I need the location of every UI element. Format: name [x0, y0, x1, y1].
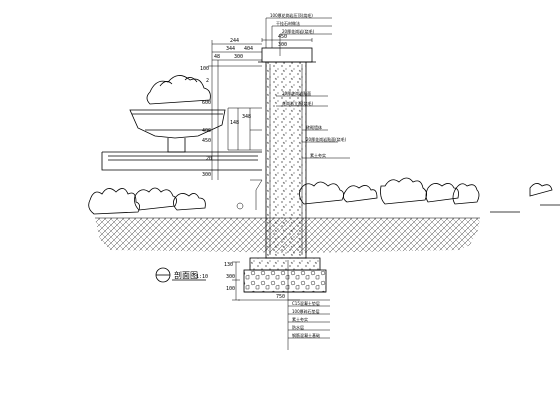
section-label: 剖面图 1:10 — [155, 267, 208, 283]
section-scale: 1:10 — [196, 274, 208, 280]
dim-mid-400: 400 — [202, 128, 211, 134]
callouts-top: 100厚花岗岩压顶(烧毛) 干挂石材做法 20厚花岗岩(烧毛) — [270, 12, 315, 34]
dim-top-48: 48 — [214, 54, 220, 60]
dim-top-small: 344 — [226, 46, 235, 52]
right-edge-lines — [490, 204, 560, 213]
leader-lines — [265, 17, 350, 350]
callout-top-2: 20厚花岗岩(烧毛) — [282, 28, 315, 34]
callout-bottom-0: C15混凝土垫层 — [292, 300, 320, 306]
callout-mid-1: 花岗岩立面(烧毛) — [282, 100, 314, 106]
dim-top-300: 300 — [234, 54, 243, 60]
dim-foot-750: 750 — [276, 294, 285, 300]
dim-pillar-width: 450 — [278, 34, 287, 40]
dim-mid-348: 348 — [242, 114, 251, 120]
callout-mid-4: 素土夯实 — [310, 152, 326, 158]
callout-top-0: 100厚花岗岩压顶(烧毛) — [270, 12, 313, 18]
dim-top-left: 244 — [230, 38, 239, 44]
dim-side-2: 2 — [206, 78, 209, 84]
dimension-lines — [208, 38, 330, 301]
dim-top-mid: 404 — [244, 46, 253, 52]
dim-mid-148: 148 — [230, 120, 239, 126]
callout-mid-3: 20厚花岗岩贴面(烧毛) — [306, 136, 347, 142]
foundation — [243, 257, 327, 293]
callout-bottom-4: 钢筋混凝土基础 — [292, 332, 320, 338]
callouts-mid: 20厚花岗岩贴面 花岗岩立面(烧毛) 砖砌墙体 20厚花岗岩贴面(烧毛) 素土夯… — [282, 90, 347, 158]
callouts-bottom: C15混凝土垫层 100厚碎石垫层 素土夯实 防水层 钢筋混凝土基础 — [292, 300, 320, 338]
dim-side-1: 100 — [200, 66, 209, 72]
callout-bottom-1: 100厚碎石垫层 — [292, 308, 320, 314]
callout-mid-2: 砖砌墙体 — [306, 124, 322, 130]
pedestal-wall — [101, 151, 262, 171]
dim-foot-300: 300 — [226, 274, 235, 280]
callout-top-1: 干挂石材做法 — [276, 20, 300, 26]
callout-bottom-3: 防水层 — [292, 324, 304, 330]
dim-mid-600: 600 — [202, 100, 211, 106]
shrub-row — [88, 177, 553, 215]
callout-bottom-2: 素土夯实 — [292, 316, 308, 322]
dim-mid-20: 20 — [206, 156, 212, 162]
dim-foot-130: 130 — [224, 262, 233, 268]
dim-mid-450: 450 — [202, 138, 211, 144]
dimension-texts: 244 404 344 48 300 450 300 100 2 348 148… — [200, 34, 287, 300]
callout-mid-0: 20厚花岗岩贴面 — [282, 90, 311, 96]
dim-foot-100: 100 — [226, 286, 235, 292]
dim-pillar-width-2: 300 — [278, 42, 287, 48]
dim-mid-300: 300 — [202, 172, 211, 178]
section-title: 剖面图 — [174, 270, 198, 280]
